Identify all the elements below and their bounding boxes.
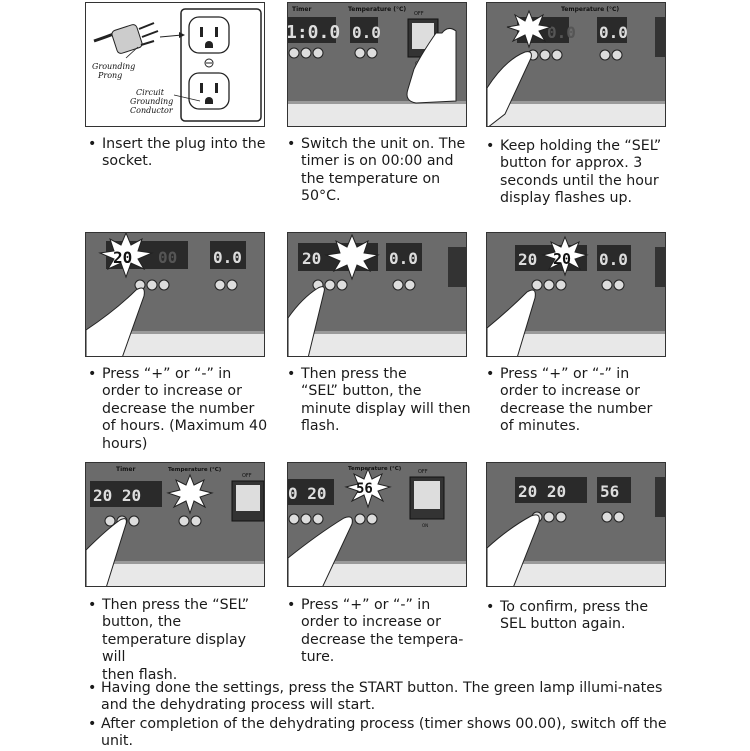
- step-4-text: Press “+” or “-” in order to increase or…: [102, 366, 268, 452]
- note-finish: • After completion of the dehydrating pr…: [88, 716, 688, 751]
- flash-burst-icon: [324, 233, 380, 281]
- timer-display: [288, 479, 334, 505]
- svg-text:20: 20: [518, 250, 537, 269]
- label-grounding-prong: Grounding Prong: [92, 62, 135, 80]
- note-finish-text: After completion of the dehydrating proc…: [101, 716, 667, 750]
- svg-text:Temperature (°C): Temperature (°C): [168, 467, 222, 473]
- step-2-text: Switch the unit on. The timer is on 00:0…: [301, 136, 466, 205]
- timer-display: [515, 477, 587, 503]
- step-3-caption: • Keep holding the “SEL” button for appr…: [486, 138, 671, 208]
- step-7-illustration: Timer Temperature (°C) 20 20 OFF: [85, 462, 265, 587]
- hand-icon: [86, 287, 145, 356]
- temperature-display: [597, 245, 631, 271]
- step-1-text: Insert the plug into the socket.: [102, 136, 266, 170]
- hand-icon: [487, 51, 532, 126]
- step-2-caption: • Switch the unit on. The timer is on 00…: [287, 136, 472, 206]
- svg-text:20: 20: [302, 249, 321, 268]
- step-4-illustration: 00 0.0 20: [85, 232, 265, 357]
- svg-text:Timer: Timer: [116, 466, 135, 473]
- hand-icon: [406, 27, 457, 104]
- label-circuit-grounding: Circuit Grounding Conductor: [130, 88, 174, 115]
- hand-icon: [288, 286, 325, 356]
- svg-text:56: 56: [600, 482, 619, 501]
- step-3-text: Keep holding the “SEL” button for approx…: [500, 138, 662, 207]
- step-6-illustration: 20 0.0 20: [486, 232, 666, 357]
- step-9-illustration: 20 20 56: [486, 462, 666, 587]
- step-9-caption: • To confirm, press the SEL button again…: [486, 599, 671, 634]
- svg-text:0.0: 0.0: [213, 248, 242, 267]
- step-2-illustration: Timer Temperature (°C) 1:0.0 0.0 OFF ON: [287, 2, 467, 127]
- step-4-caption: • Press “+” or “-” in order to increase …: [88, 366, 273, 453]
- svg-text:Prong: Prong: [97, 71, 122, 80]
- svg-text:20: 20: [113, 248, 132, 267]
- flash-burst-icon: 20: [98, 233, 154, 279]
- svg-text:Circuit: Circuit: [136, 88, 165, 97]
- step-7-caption: • Then press the “SEL” button, the tempe…: [88, 597, 273, 684]
- hand-icon: [86, 518, 127, 586]
- flash-burst-icon: 56: [344, 467, 392, 509]
- svg-text:Grounding: Grounding: [130, 97, 173, 106]
- step-6-caption: • Press “+” or “-” in order to increase …: [486, 366, 671, 436]
- step-8-caption: • Press “+” or “-” in order to increase …: [287, 597, 472, 667]
- step-5-caption: • Then press the “SEL” button, the minut…: [287, 366, 471, 435]
- svg-text:20: 20: [553, 250, 571, 268]
- step-1-caption: • Insert the plug into the socket.: [88, 136, 273, 171]
- step-8-text: Press “+” or “-” in order to increase or…: [301, 597, 464, 666]
- temperature-display: [210, 241, 246, 269]
- note-start: • Having done the settings, press the ST…: [88, 680, 688, 715]
- temperature-display: [597, 17, 627, 43]
- step-6-text: Press “+” or “-” in order to increase or…: [500, 366, 653, 435]
- hand-icon: [487, 514, 540, 586]
- svg-text:0.0: 0.0: [599, 250, 628, 269]
- svg-text:0 20: 0 20: [288, 484, 327, 503]
- svg-text:Grounding: Grounding: [92, 62, 135, 71]
- svg-text:OFF: OFF: [418, 469, 428, 475]
- svg-text:0.0: 0.0: [599, 23, 628, 42]
- svg-text:20 20: 20 20: [518, 482, 566, 501]
- svg-text:Conductor: Conductor: [130, 106, 174, 115]
- svg-text:0.0: 0.0: [389, 249, 418, 268]
- temperature-display: [386, 243, 422, 271]
- svg-text:Temperature (°C): Temperature (°C): [348, 466, 402, 472]
- step-3-illustration: Temperature (°C) 0.0 0.0: [486, 2, 666, 127]
- svg-text:OFF: OFF: [414, 11, 424, 17]
- timer-display: [90, 481, 162, 507]
- step-5-text: Then press the “SEL” button, the minute …: [301, 366, 471, 435]
- step-5-illustration: 20 0.0: [287, 232, 467, 357]
- svg-text:56: 56: [356, 481, 373, 497]
- flash-burst-icon: [506, 9, 552, 49]
- step-7-text: Then press the “SEL” button, the tempera…: [102, 597, 250, 683]
- svg-text:1:0.0: 1:0.0: [288, 22, 340, 43]
- step-1-illustration: Grounding Prong Circuit Grounding Conduc…: [85, 2, 265, 127]
- step-9-text: To confirm, press the SEL button again.: [500, 599, 649, 633]
- flash-burst-icon: 20: [541, 235, 589, 277]
- timer-display: [288, 17, 336, 43]
- flash-burst-icon: [166, 473, 214, 515]
- svg-text:ON: ON: [422, 523, 428, 528]
- temperature-display: [350, 17, 378, 43]
- temperature-display: [597, 477, 631, 503]
- svg-text:Temperature (°C): Temperature (°C): [561, 6, 619, 13]
- plug-icon: [93, 22, 159, 54]
- svg-text:20 20: 20 20: [93, 486, 141, 505]
- svg-text:00: 00: [158, 248, 177, 267]
- svg-text:0.0: 0.0: [547, 23, 576, 42]
- temperature-label: Temperature (°C): [348, 6, 406, 13]
- note-start-text: Having done the settings, press the STAR…: [101, 680, 663, 714]
- svg-text:0.0: 0.0: [352, 23, 381, 42]
- svg-text:OFF: OFF: [242, 473, 252, 479]
- timer-label: Timer: [292, 6, 311, 13]
- hand-icon: [487, 289, 536, 356]
- step-8-illustration: Temperature (°C) 0 20 56 OFF ON: [287, 462, 467, 587]
- hand-icon: [288, 516, 353, 586]
